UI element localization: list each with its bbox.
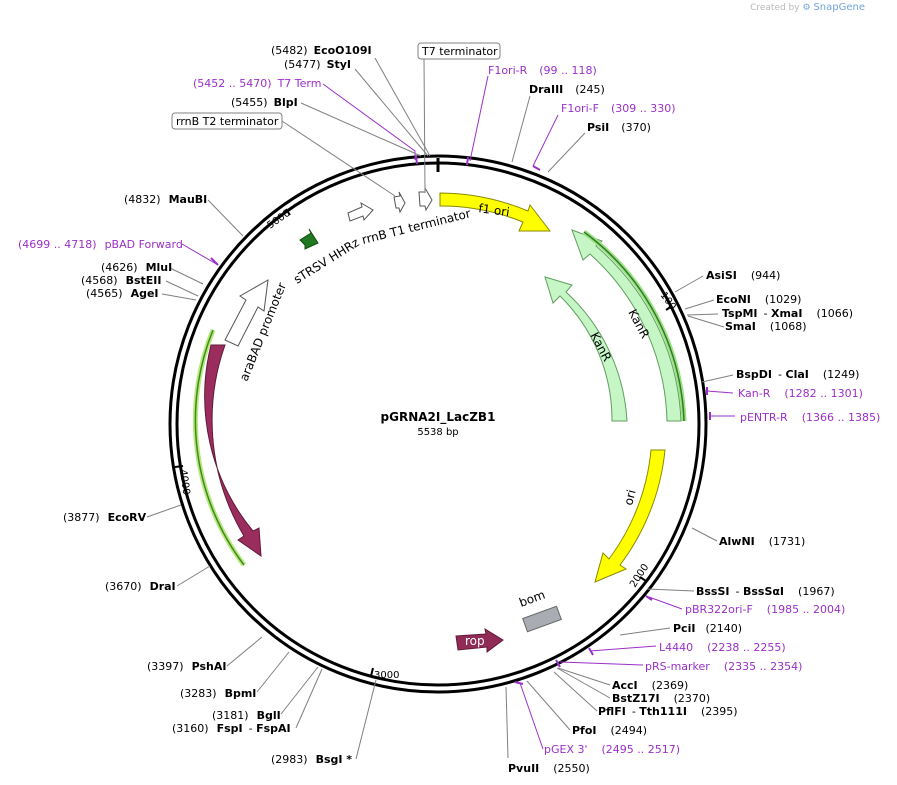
snapgene-logo-icon: ⚙ — [802, 3, 811, 13]
feature-rop — [455, 627, 504, 653]
site-ecoo109i: (5482)EcoO109I — [271, 44, 372, 57]
tick-marks — [174, 208, 673, 677]
site-t7-term: (5452 .. 5470)T7 Term — [193, 77, 321, 90]
site-bsgi: (2983)BsgI * — [271, 753, 352, 766]
site-bstz17i: BstZ17I(2370) — [612, 692, 710, 705]
site-f1ori-f: F1ori-F(309 .. 330) — [561, 102, 676, 115]
feature-label-kanr-inner: KanR — [587, 330, 614, 364]
feature-arac — [204, 344, 262, 558]
feature-label-f1-ori: f1 ori — [478, 201, 511, 219]
site-bgli: (3181)BglI — [212, 709, 281, 722]
site-drai: (3670)DraI — [105, 580, 176, 593]
tick-label-5000: 5000 — [265, 208, 292, 232]
feature-label-arac: araC — [210, 432, 228, 462]
site-styi: (5477)StyI — [284, 58, 351, 71]
tick-mark — [370, 667, 374, 677]
credit-prefix: Created by — [750, 3, 800, 13]
feature-strsv-hhrz — [299, 228, 319, 250]
features — [192, 186, 687, 653]
site-pfoi: PfoI(2494) — [572, 724, 647, 737]
tick-label-3000: 3000 — [374, 670, 399, 681]
snapgene-credit: Created by ⚙ SnapGene — [750, 2, 865, 13]
feature-label-strsv: sTRSV HHRz — [291, 235, 361, 286]
backbone — [168, 154, 708, 694]
feature-ori — [594, 449, 666, 583]
feature-kanr-inner — [544, 276, 628, 422]
site-l4440: L4440(2238 .. 2255) — [659, 641, 786, 654]
site-tspmi-xmai: TspMI- XmaI(1066) — [722, 307, 853, 320]
site-fspi-fspai: (3160)FspI- FspAI — [172, 722, 291, 735]
site-pgex-3: pGEX 3'(2495 .. 2517) — [544, 743, 680, 756]
feature-arabad-promoter — [224, 279, 269, 347]
site-alwni: AlwNI(1731) — [719, 535, 805, 548]
tick-label-4000: 4000 — [177, 469, 191, 496]
feature-labels: f1 ori KanR KanR ori araC araBAD promote… — [210, 201, 652, 648]
site-prs-marker: pRS-marker(2335 .. 2354) — [645, 660, 802, 673]
site-pbr322ori-f: pBR322ori-F(1985 .. 2004) — [685, 603, 845, 616]
site-mlui: (4626)MluI — [101, 261, 172, 274]
feature-bom — [522, 605, 562, 633]
site-pshai: (3397)PshAI — [147, 660, 226, 673]
site-t7-terminator: T7 terminator — [421, 45, 498, 58]
tick-mark — [665, 305, 673, 311]
site-bpmi: (3283)BpmI — [180, 687, 256, 700]
feature-rrnb-arrow-3 — [418, 186, 433, 212]
feature-label-rrnb-t1: rrnB T1 terminator — [360, 206, 472, 247]
feature-f1-ori — [439, 192, 552, 232]
rrnb-t2-terminator-box — [171, 112, 283, 130]
site-pentr-r: pENTR-R(1366 .. 1385) — [740, 411, 880, 424]
feature-label-ori: ori — [621, 488, 638, 507]
site-labels: (5482)EcoO109I (5477)StyI (5452 .. 5470)… — [18, 42, 880, 775]
feature-kanr-outer — [571, 229, 682, 422]
credit-brand: SnapGene — [813, 2, 865, 13]
site-ticks — [210, 155, 711, 685]
site-bsssi-bssssai: BssSI- BssSαI(1967) — [696, 585, 835, 598]
site-blpi: (5455)BlpI — [231, 96, 298, 109]
site-bsteii: (4568)BstEII — [81, 274, 161, 287]
site-draiii: DraIII(245) — [529, 83, 605, 96]
site-rrnb-t2-terminator: rrnB T2 terminator — [176, 115, 279, 128]
plasmid-length: 5538 bp — [417, 427, 458, 438]
feature-label-rop: rop — [465, 634, 485, 648]
site-smai: SmaI(1068) — [725, 320, 806, 333]
tick-mark — [639, 576, 647, 582]
site-pflfi-tth111i: PflFI- Tth111I(2395) — [598, 705, 738, 718]
site-econi: EcoNI(1029) — [716, 293, 801, 306]
site-pbad-forward: (4699 .. 4718)pBAD Forward — [18, 238, 183, 251]
site-psii: PsiI(370) — [587, 121, 651, 134]
site-maubi: (4832)MauBI — [124, 193, 207, 206]
feature-rrnb-arrow-1 — [347, 201, 374, 222]
leader-lines — [146, 57, 735, 760]
site-asisi: AsiSI(944) — [706, 269, 780, 282]
tick-mark — [174, 465, 184, 468]
site-kan-r: Kan-R(1282 .. 1301) — [738, 387, 863, 400]
tick-mark — [285, 208, 291, 216]
site-pvuii: PvuII(2550) — [508, 762, 590, 775]
site-acci: AccI(2369) — [612, 679, 688, 692]
site-pcii: PciI(2140) — [673, 622, 742, 635]
feature-label-bom: bom — [517, 588, 547, 610]
plasmid-name: pGRNA2I_LacZB1 — [381, 410, 496, 425]
t7-terminator-box — [417, 42, 501, 60]
feature-rrnb-arrow-2 — [393, 191, 406, 214]
tick-label-2000: 2000 — [628, 562, 651, 590]
site-agei: (4565)AgeI — [86, 287, 159, 300]
site-ecorv: (3877)EcoRV — [63, 511, 147, 524]
site-f1ori-r: F1ori-R(99 .. 118) — [488, 64, 597, 77]
site-bspdi-clai: BspDI- ClaI(1249) — [736, 368, 859, 381]
